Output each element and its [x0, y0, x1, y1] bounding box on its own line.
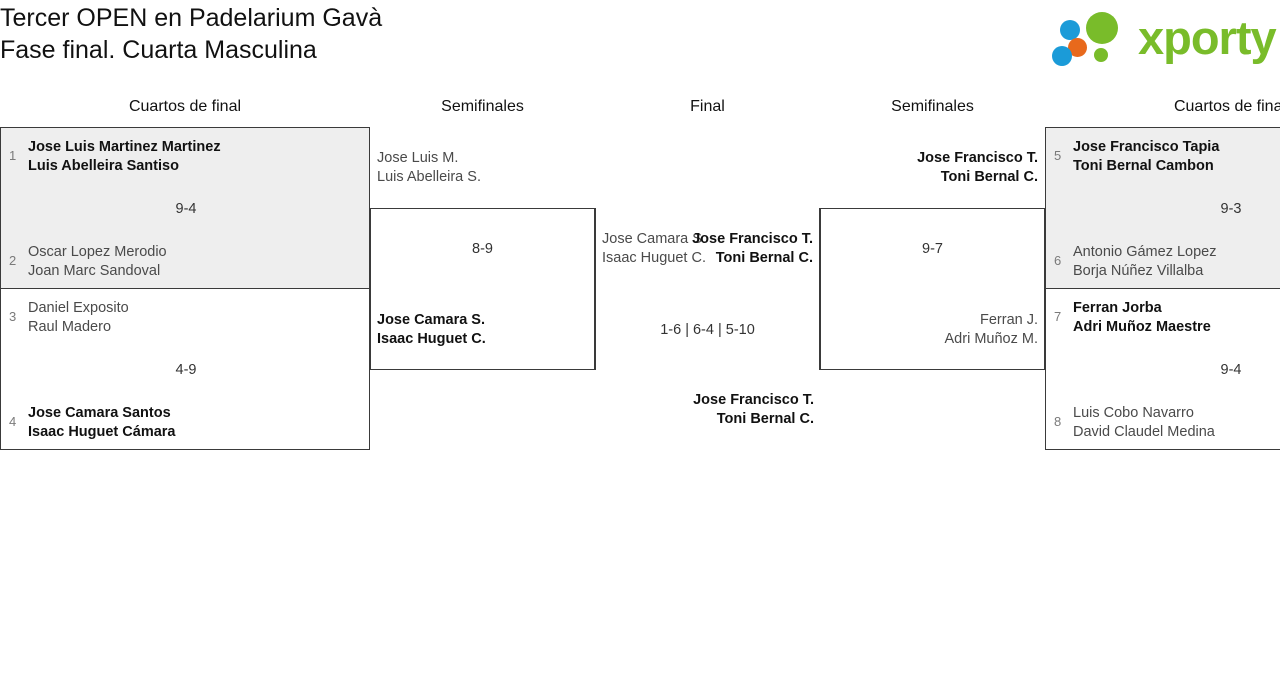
seed-number: 2: [9, 253, 17, 268]
match-score-semifinal-right: 9-7: [922, 241, 943, 257]
player-name: Adri Muñoz M.: [944, 331, 1038, 347]
player-name: Luis Abelleira S.: [377, 169, 481, 185]
column-header-quarterfinals-right: Cuartos de final: [1173, 98, 1280, 115]
player-name: Luis Abelleira Santiso: [28, 158, 179, 174]
team-entry[interactable]: Ferran Jorba Adri Muñoz Maestre: [1073, 299, 1211, 337]
team-entry-semifinal-right-top[interactable]: Jose Francisco T. Toni Bernal C.: [917, 149, 1038, 187]
player-name: Joan Marc Sandoval: [28, 263, 161, 279]
page-title: Tercer OPEN en Padelarium Gavà Fase fina…: [0, 2, 382, 66]
player-name: Luis Cobo Navarro: [1073, 405, 1194, 421]
player-name: Borja Núñez Villalba: [1073, 263, 1204, 279]
player-name: Jose Francisco Tapia: [1073, 139, 1220, 155]
logo-wordmark: xporty: [1138, 11, 1277, 64]
match-final[interactable]: [595, 208, 820, 370]
team-entry[interactable]: Oscar Lopez Merodio Joan Marc Sandoval: [28, 243, 167, 281]
match-quarterfinal-4[interactable]: 7 Ferran Jorba Adri Muñoz Maestre 9-4 8 …: [1045, 288, 1280, 450]
match-score: 9-3: [1220, 201, 1242, 217]
logo-dot-green-small-icon: [1094, 48, 1108, 62]
player-name: Isaac Huguet C.: [377, 331, 486, 347]
team-entry-semifinal-right-bottom[interactable]: Ferran J. Adri Muñoz M.: [945, 311, 1038, 349]
player-name: Jose Camara S.: [377, 312, 486, 328]
seed-number: 6: [1054, 253, 1062, 268]
tournament-name: Tercer OPEN en Padelarium Gavà: [0, 4, 383, 32]
player-name: Jose Francisco T.: [692, 231, 813, 247]
logo-dot-green-large-icon: [1086, 12, 1118, 44]
team-entry[interactable]: Jose Francisco Tapia Toni Bernal Cambon: [1073, 138, 1219, 176]
match-semifinal-left[interactable]: [370, 208, 595, 370]
player-name: Toni Bernal C.: [940, 169, 1038, 185]
team-entry-final-right[interactable]: Jose Francisco T. Toni Bernal C.: [692, 230, 813, 268]
seed-number: 1: [9, 148, 17, 163]
match-score: 9-4: [1220, 362, 1242, 378]
xporty-logo[interactable]: xporty: [1046, 8, 1277, 68]
tournament-phase: Fase final. Cuarta Masculina: [0, 36, 317, 64]
match-semifinal-right[interactable]: [820, 208, 1045, 370]
player-name: Oscar Lopez Merodio: [28, 244, 167, 260]
logo-dot-orange-icon: [1068, 38, 1087, 57]
match-quarterfinal-1[interactable]: 1 Jose Luis Martinez Martinez Luis Abell…: [0, 127, 370, 289]
player-name: Daniel Exposito: [28, 300, 129, 316]
logo-dots-icon: [1052, 12, 1140, 66]
player-name: Toni Bernal Cambon: [1073, 158, 1214, 174]
player-name: Adri Muñoz Maestre: [1073, 319, 1211, 335]
player-name: David Claudel Medina: [1073, 424, 1215, 440]
seed-number: 7: [1054, 309, 1062, 324]
team-entry-semifinal-left-bottom[interactable]: Jose Camara S. Isaac Huguet C.: [377, 311, 486, 349]
column-header-quarterfinals-left: Cuartos de final: [128, 98, 242, 115]
team-entry-final-left[interactable]: Jose Camara S. Isaac Huguet C.: [602, 230, 706, 268]
logo-dot-blue-bottom-icon: [1052, 46, 1072, 66]
logo-dot-blue-top-icon: [1060, 20, 1080, 40]
player-name: Ferran J.: [979, 312, 1038, 328]
player-name: Ferran Jorba: [1073, 300, 1162, 316]
team-entry[interactable]: Luis Cobo Navarro David Claudel Medina: [1073, 404, 1215, 442]
team-entry[interactable]: Jose Camara Santos Isaac Huguet Cámara: [28, 404, 175, 442]
column-header-semifinals-right: Semifinales: [891, 98, 974, 115]
player-name: Isaac Huguet Cámara: [28, 424, 176, 440]
player-name: Jose Camara S.: [602, 231, 706, 247]
match-score-semifinal-left: 8-9: [472, 241, 493, 257]
team-entry[interactable]: Daniel Exposito Raul Madero: [28, 299, 129, 337]
page-header: Tercer OPEN en Padelarium Gavà Fase fina…: [0, 0, 1280, 90]
player-name: Antonio Gámez Lopez: [1073, 244, 1217, 260]
player-name: Raul Madero: [28, 319, 112, 335]
seed-number: 5: [1054, 148, 1062, 163]
seed-number: 8: [1054, 414, 1062, 429]
seed-number: 3: [9, 309, 17, 324]
column-header-semifinals-left: Semifinales: [441, 98, 524, 115]
player-name: Jose Francisco T.: [917, 150, 1038, 166]
match-score-final: 1-6 | 6-4 | 5-10: [660, 322, 755, 338]
team-entry[interactable]: Jose Luis Martinez Martinez Luis Abellei…: [28, 138, 221, 176]
player-name: Jose Camara Santos: [28, 405, 171, 421]
match-quarterfinal-2[interactable]: 3 Daniel Exposito Raul Madero 4-9 4 Jose…: [0, 288, 370, 450]
match-score: 9-4: [175, 201, 197, 217]
match-quarterfinal-3[interactable]: 5 Jose Francisco Tapia Toni Bernal Cambo…: [1045, 127, 1280, 289]
player-name: Toni Bernal C.: [716, 411, 814, 427]
player-name: Isaac Huguet C.: [602, 250, 706, 266]
player-name: Jose Francisco T.: [693, 392, 814, 408]
team-entry[interactable]: Antonio Gámez Lopez Borja Núñez Villalba: [1073, 243, 1216, 281]
player-name: Jose Luis M.: [377, 150, 459, 166]
player-name: Jose Luis Martinez Martinez: [28, 139, 221, 155]
player-name: Toni Bernal C.: [715, 250, 813, 266]
champion-label: Jose Francisco T. Toni Bernal C.: [595, 391, 814, 429]
match-score: 4-9: [175, 362, 197, 378]
seed-number: 4: [9, 414, 17, 429]
column-header-final: Final: [690, 98, 725, 115]
team-entry-semifinal-left-top[interactable]: Jose Luis M. Luis Abelleira S.: [377, 149, 481, 187]
